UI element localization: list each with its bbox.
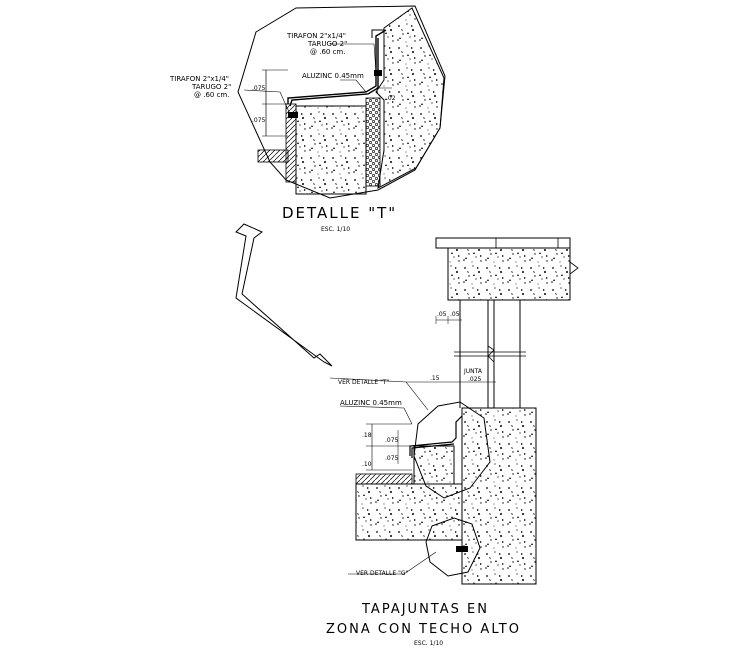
main-dim-05a: .05 [437,311,447,318]
upper-slab-concrete [447,247,571,301]
detail-t-spacing-top-label: @ .60 cm. [310,48,345,56]
main-aluzinc-flashing [409,415,463,458]
detail-t-title: DETALLE "T" [282,204,397,222]
main-ver-detalle-t-label: VER DETALLE "T" [338,379,389,386]
main-dim-18: .18 [362,432,372,439]
detail-t-screw-top [374,70,382,76]
main-title-line2: ZONA CON TECHO ALTO [326,622,521,637]
main-dim-10: .10 [362,461,372,468]
floor-slab-finish [355,473,413,485]
main-scale: ESC. 1/10 [414,640,443,647]
main-aluzinc-label: ALUZINC 0.45mm [340,399,402,407]
main-junta-label: JUNTA [463,368,483,375]
main-dim-075-a: .075 [385,437,399,444]
detail-t-slab-concrete [295,105,367,195]
detail-t-tirafon-top-label: TIRAFON 2"x1/4" [286,32,346,40]
detail-t-gravel-joint [365,97,381,187]
detail-t-spacing-left-label: @ .60 cm. [194,91,229,99]
detail-t-floor-hatch [257,149,289,163]
main-dim-15: .15 [430,375,440,382]
detail-t-tirafon-left-label: TIRAFON 2"x1/4" [169,75,229,83]
detail-t-tarugo-top-label: TARUGO 2" [307,40,347,48]
callout-arrow-to-detail-t [235,223,333,367]
main-dim-05b: .05 [450,311,460,318]
detail-t-dim-075-b: .075 [252,117,266,124]
detail-t-aluzinc-label: ALUZINC 0.45mm [302,72,364,80]
detail-t-callout-outline [413,401,491,499]
detail-t-group: TIRAFON 2"x1/4" TARUGO 2" @ .60 cm. ALUZ… [169,5,446,233]
detail-t-dim-02: .02 [386,95,396,102]
detail-t-screw-left [288,112,298,118]
floor-slab-concrete [355,483,463,541]
roof-deck-planks [435,237,571,249]
detail-g-callout-outline [425,517,481,577]
detail-g-screw [456,546,468,552]
detail-t-tarugo-left-label: TARUGO 2" [191,83,231,91]
main-title-line1: TAPAJUNTAS EN [361,602,489,617]
lower-wall-concrete [461,407,537,585]
parapet-concrete [413,445,455,485]
main-section-group: .05 .05 .15 JUNTA .025 VER DETALLE "T" A… [326,237,579,647]
main-junta-value: .025 [468,376,482,383]
detail-t-scale: ESC. 1/10 [321,226,350,233]
main-ver-detalle-g-label: VER DETALLE "G" [356,570,408,577]
main-dim-075-b: .075 [385,455,399,462]
detail-t-dim-075-a: .075 [252,85,266,92]
